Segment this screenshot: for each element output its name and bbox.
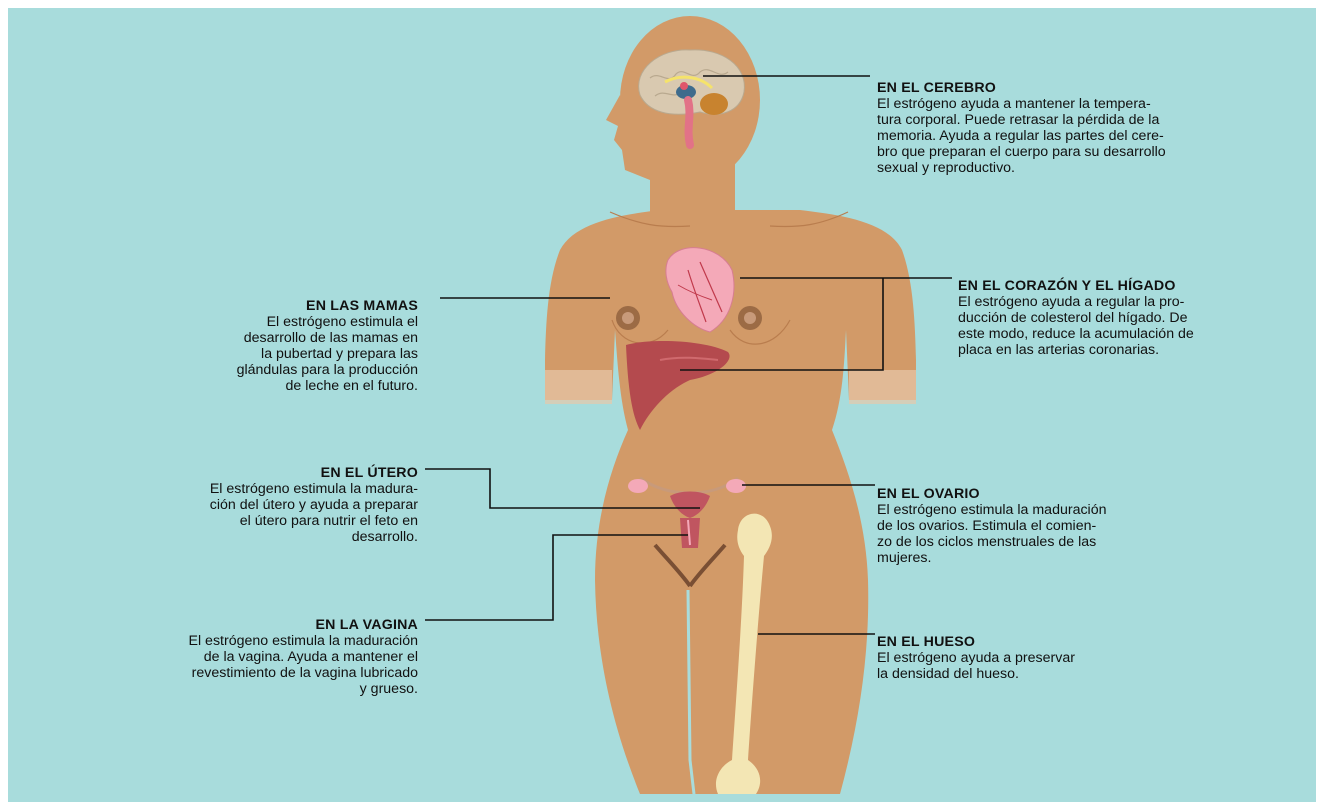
- label-corazon-higado-text: El estrógeno ayuda a regular la pro- duc…: [958, 294, 1308, 358]
- label-vagina: EN LA VAGINA El estrógeno estimula la ma…: [80, 617, 418, 697]
- breast-left-icon: [616, 306, 640, 330]
- label-ovario: EN EL OVARIO El estrógeno estimula la ma…: [877, 486, 1207, 566]
- label-utero-text: El estrógeno estimula la madura- ción de…: [100, 481, 418, 545]
- body-silhouette: [545, 16, 916, 794]
- label-hueso-text: El estrógeno ayuda a preservar la densid…: [877, 650, 1177, 682]
- label-corazon-higado: EN EL CORAZÓN Y EL HÍGADO El estrógeno a…: [958, 278, 1308, 358]
- breast-right-icon: [738, 306, 762, 330]
- label-utero-title: EN EL ÚTERO: [100, 465, 418, 481]
- label-mamas-title: EN LAS MAMAS: [190, 298, 418, 314]
- label-hueso: EN EL HUESO El estrógeno ayuda a preserv…: [877, 634, 1177, 682]
- label-corazon-higado-title: EN EL CORAZÓN Y EL HÍGADO: [958, 278, 1308, 294]
- label-ovario-title: EN EL OVARIO: [877, 486, 1207, 502]
- label-ovario-text: El estrógeno estimula la maduración de l…: [877, 502, 1207, 566]
- label-vagina-title: EN LA VAGINA: [80, 617, 418, 633]
- label-cerebro-text: El estrógeno ayuda a mantener la tempera…: [877, 96, 1307, 176]
- label-mamas: EN LAS MAMAS El estrógeno estimula el de…: [190, 298, 418, 394]
- label-vagina-text: El estrógeno estimula la maduración de l…: [80, 633, 418, 697]
- label-mamas-text: El estrógeno estimula el desarrollo de l…: [190, 314, 418, 394]
- ovary-left-icon: [628, 479, 648, 493]
- label-cerebro: EN EL CEREBRO El estrógeno ayuda a mante…: [877, 80, 1307, 176]
- label-hueso-title: EN EL HUESO: [877, 634, 1177, 650]
- label-utero: EN EL ÚTERO El estrógeno estimula la mad…: [100, 465, 418, 545]
- label-cerebro-title: EN EL CEREBRO: [877, 80, 1307, 96]
- ovary-right-icon: [726, 479, 746, 493]
